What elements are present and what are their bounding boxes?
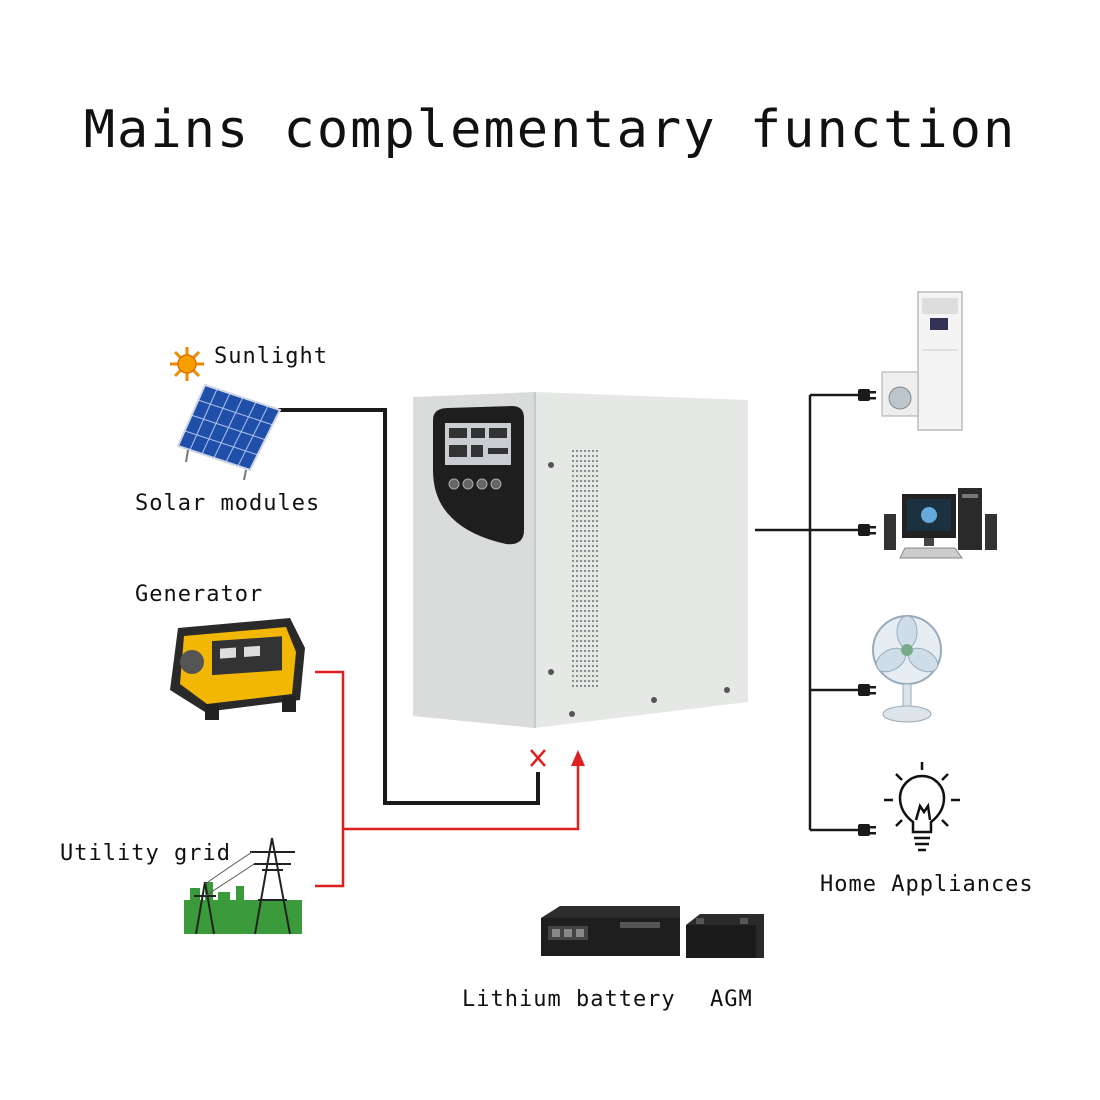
- sun-icon: [170, 347, 204, 381]
- light-bulb-icon: [884, 762, 960, 852]
- inverter-vents: [572, 450, 598, 687]
- agm-label: AGM: [710, 987, 753, 1012]
- computer-icon: [884, 488, 997, 559]
- inverter-icon: [413, 392, 748, 728]
- generator-wire: [315, 670, 345, 888]
- agm-battery-icon: [686, 914, 764, 958]
- solar-wire: [278, 408, 540, 805]
- output-bus: [755, 393, 860, 832]
- page-title: Mains complementary function: [83, 100, 1017, 160]
- ac-input-wire: [343, 764, 580, 831]
- ac-input-arrow-icon: [571, 750, 585, 766]
- blocked-x-icon: [530, 749, 546, 767]
- air-conditioner-icon: [881, 291, 963, 431]
- utility-grid-label: Utility grid: [60, 841, 231, 866]
- solar-modules-label: Solar modules: [135, 491, 321, 516]
- fan-icon: [872, 615, 942, 723]
- generator-icon: [170, 618, 305, 720]
- sunlight-label: Sunlight: [214, 344, 328, 369]
- utility-grid-icon: [184, 837, 302, 935]
- plug-icon: [858, 389, 876, 836]
- home-appliances-label: Home Appliances: [820, 872, 1034, 897]
- lithium-battery-label: Lithium battery: [462, 987, 676, 1012]
- generator-label: Generator: [135, 582, 264, 607]
- lithium-battery-icon: [541, 906, 680, 956]
- solar-panel-icon: [176, 383, 282, 481]
